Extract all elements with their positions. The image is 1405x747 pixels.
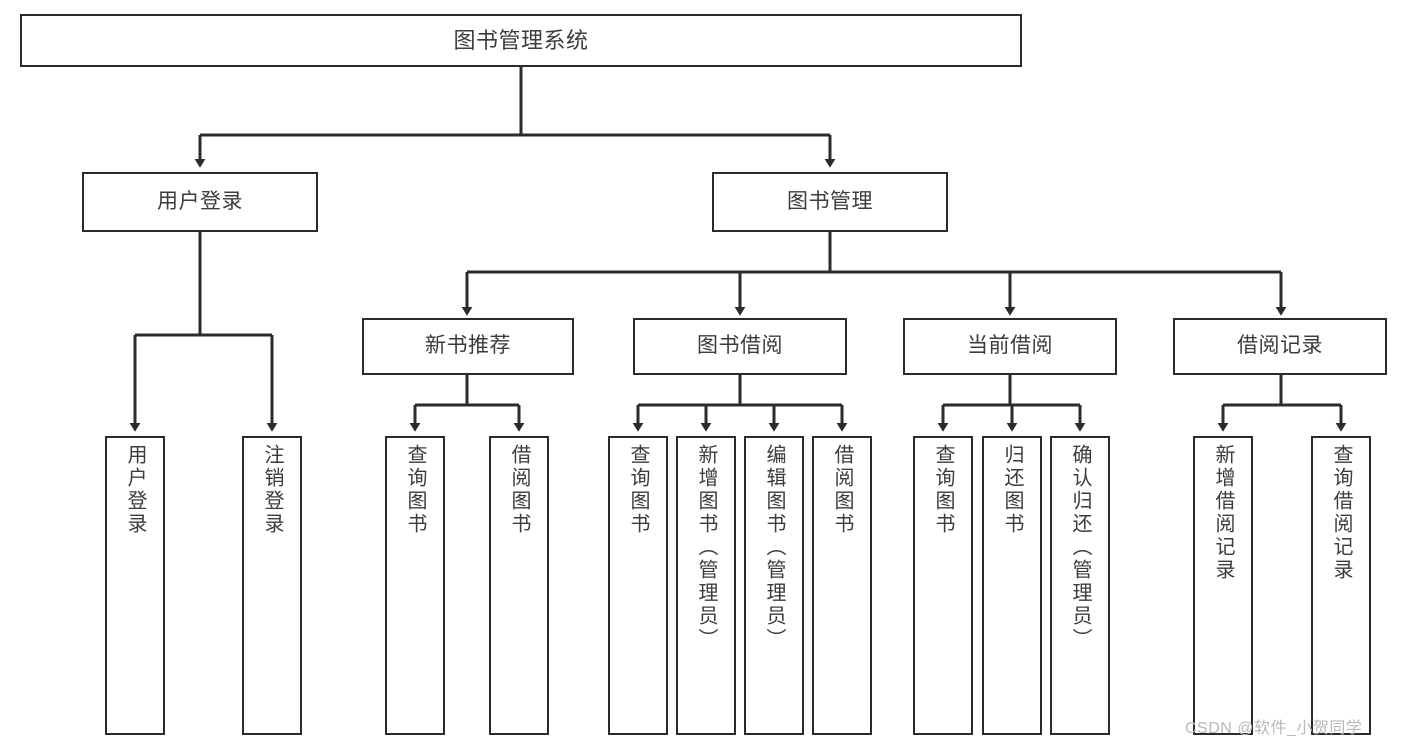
leaf-label: 注销登录 — [261, 444, 283, 536]
node-book-management-label: 图书管理 — [787, 189, 873, 213]
leaf-borrow-add-book[interactable]: 新增图书（管理员） — [676, 436, 736, 735]
leaf-label: 查询图书 — [404, 444, 426, 536]
leaf-record-add[interactable]: 新增借阅记录 — [1193, 436, 1253, 735]
node-new-book-recommend-label: 新书推荐 — [425, 334, 511, 358]
leaf-label: 查询图书 — [627, 444, 649, 536]
leaf-label: 新增借阅记录 — [1212, 444, 1234, 582]
node-user-login[interactable]: 用户登录 — [82, 172, 318, 232]
leaf-user-login-login[interactable]: 用户登录 — [105, 436, 165, 735]
leaf-label: 归还图书 — [1001, 444, 1023, 536]
node-current-borrow[interactable]: 当前借阅 — [903, 318, 1117, 375]
node-book-management[interactable]: 图书管理 — [712, 172, 948, 232]
leaf-label: 借阅图书 — [508, 444, 530, 536]
leaf-new-book-borrow[interactable]: 借阅图书 — [489, 436, 549, 735]
node-user-login-label: 用户登录 — [157, 189, 243, 213]
node-root[interactable]: 图书管理系统 — [20, 14, 1022, 67]
leaf-label: 用户登录 — [124, 444, 146, 536]
watermark: CSDN @软件_小贺同学 — [1185, 720, 1363, 737]
node-borrow-record[interactable]: 借阅记录 — [1173, 318, 1387, 375]
leaf-borrow-query-book[interactable]: 查询图书 — [608, 436, 668, 735]
leaf-label: 查询借阅记录 — [1330, 444, 1352, 582]
leaf-borrow-borrow-book[interactable]: 借阅图书 — [812, 436, 872, 735]
leaf-label: 确认归还（管理员） — [1069, 444, 1091, 651]
leaf-label: 编辑图书（管理员） — [763, 444, 785, 651]
node-borrow-record-label: 借阅记录 — [1237, 334, 1323, 358]
leaf-label: 新增图书（管理员） — [695, 444, 717, 651]
node-root-label: 图书管理系统 — [453, 27, 589, 53]
leaf-new-book-query[interactable]: 查询图书 — [385, 436, 445, 735]
leaf-user-login-logout[interactable]: 注销登录 — [242, 436, 302, 735]
leaf-current-query-book[interactable]: 查询图书 — [913, 436, 973, 735]
leaf-label: 借阅图书 — [831, 444, 853, 536]
node-book-borrow-label: 图书借阅 — [697, 334, 783, 358]
node-current-borrow-label: 当前借阅 — [967, 334, 1053, 358]
leaf-current-return-book[interactable]: 归还图书 — [982, 436, 1042, 735]
leaf-current-confirm-return[interactable]: 确认归还（管理员） — [1050, 436, 1110, 735]
node-new-book-recommend[interactable]: 新书推荐 — [362, 318, 574, 375]
leaf-borrow-edit-book[interactable]: 编辑图书（管理员） — [744, 436, 804, 735]
node-book-borrow[interactable]: 图书借阅 — [633, 318, 847, 375]
leaf-record-query[interactable]: 查询借阅记录 — [1311, 436, 1371, 735]
leaf-label: 查询图书 — [932, 444, 954, 536]
